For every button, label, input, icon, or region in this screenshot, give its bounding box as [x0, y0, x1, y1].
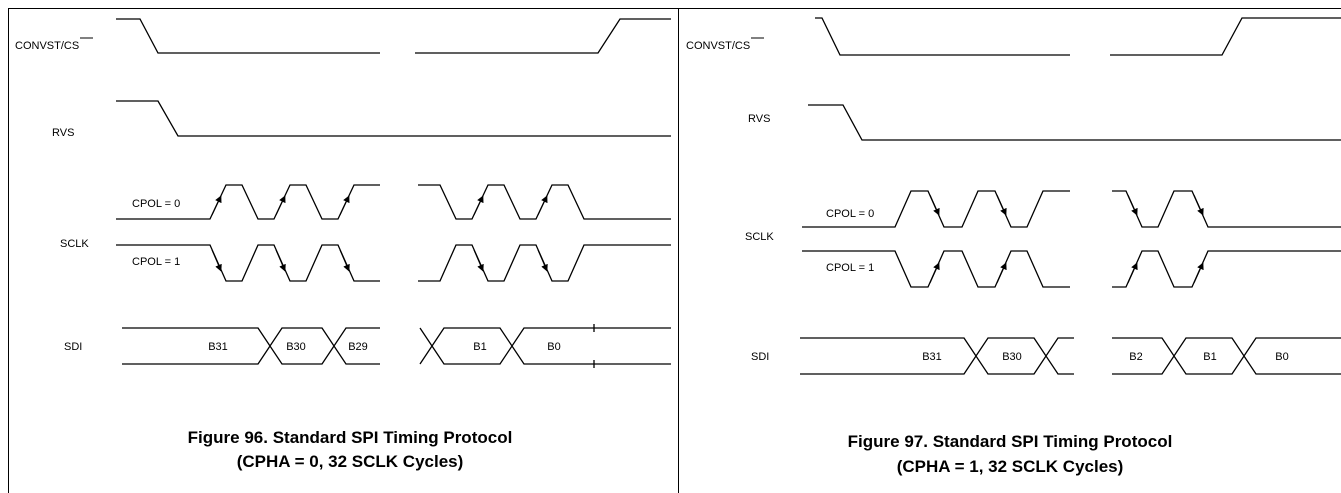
edge-arrow	[1193, 262, 1204, 284]
edge-arrow	[996, 194, 1007, 216]
edge-arrow	[1127, 262, 1138, 284]
sclk-cpol0-waveform	[802, 190, 1341, 228]
edge-arrow	[996, 262, 1007, 284]
convst-waveform	[815, 17, 1341, 56]
sdi-bit-label: B1	[1203, 351, 1216, 363]
edge-arrow	[929, 262, 940, 284]
sdi-label: SDI	[64, 341, 82, 353]
sclk-edge-arrows	[929, 194, 1204, 284]
cpol0-label: CPOL = 0	[132, 198, 180, 210]
edge-arrow	[339, 249, 350, 272]
sdi-bit-label: B30	[286, 341, 306, 353]
edge-arrow	[929, 194, 940, 216]
edge-arrow	[1127, 194, 1138, 216]
sclk-label: SCLK	[745, 231, 774, 243]
sclk-cpol1-waveform	[802, 250, 1341, 288]
sdi-bit-label: B2	[1129, 351, 1142, 363]
sdi-bit-label: B29	[348, 341, 368, 353]
sdi-waveform	[800, 337, 1341, 375]
rvs-waveform	[808, 104, 1341, 141]
sclk-cpol1-waveform	[116, 244, 671, 282]
edge-arrow	[537, 249, 548, 272]
edge-arrow	[275, 249, 286, 272]
edge-arrow	[339, 195, 350, 216]
edge-arrow	[473, 195, 484, 216]
cpol1-label: CPOL = 1	[132, 256, 180, 268]
sdi-bit-label: B31	[208, 341, 228, 353]
sdi-bit-label: B30	[1002, 351, 1022, 363]
edge-arrow	[211, 195, 222, 216]
sclk-edge-arrows	[211, 195, 548, 272]
sdi-bit-label: B31	[922, 351, 942, 363]
figure-caption: Figure 97. Standard SPI Timing Protocol	[848, 432, 1173, 451]
rvs-label: RVS	[748, 113, 770, 125]
sclk-cpol0-waveform	[116, 184, 671, 220]
convst-cs-label: CONVST/CS	[686, 40, 750, 52]
figure-caption-subtitle: (CPHA = 0, 32 SCLK Cycles)	[237, 452, 464, 471]
sclk-label: SCLK	[60, 238, 89, 250]
edge-arrow	[537, 195, 548, 216]
figure-caption: Figure 96. Standard SPI Timing Protocol	[188, 428, 513, 447]
edge-arrow	[275, 195, 286, 216]
edge-arrow	[211, 249, 222, 272]
rvs-waveform	[116, 100, 671, 137]
convst-cs-label: CONVST/CS	[15, 40, 79, 52]
figure-96: CONVST/CS RVS SCLK SDI CPOL = 0 CPOL = 1	[15, 18, 671, 471]
cpol0-label: CPOL = 0	[826, 208, 874, 220]
sdi-bit-label: B1	[473, 341, 486, 353]
sdi-bit-label: B0	[547, 341, 560, 353]
rvs-label: RVS	[52, 127, 74, 139]
convst-waveform	[116, 18, 671, 54]
sdi-label: SDI	[751, 351, 769, 363]
sdi-waveform	[122, 324, 671, 368]
figure-97: CONVST/CS RVS SCLK SDI CPOL = 0 CPOL = 1…	[686, 17, 1341, 476]
figure-97-panel	[679, 8, 1341, 493]
edge-arrow	[473, 249, 484, 272]
edge-arrow	[1193, 194, 1204, 216]
cpol1-label: CPOL = 1	[826, 262, 874, 274]
sdi-bit-label: B0	[1275, 351, 1288, 363]
figure-96-panel	[8, 8, 679, 493]
figure-caption-subtitle: (CPHA = 1, 32 SCLK Cycles)	[897, 457, 1124, 476]
